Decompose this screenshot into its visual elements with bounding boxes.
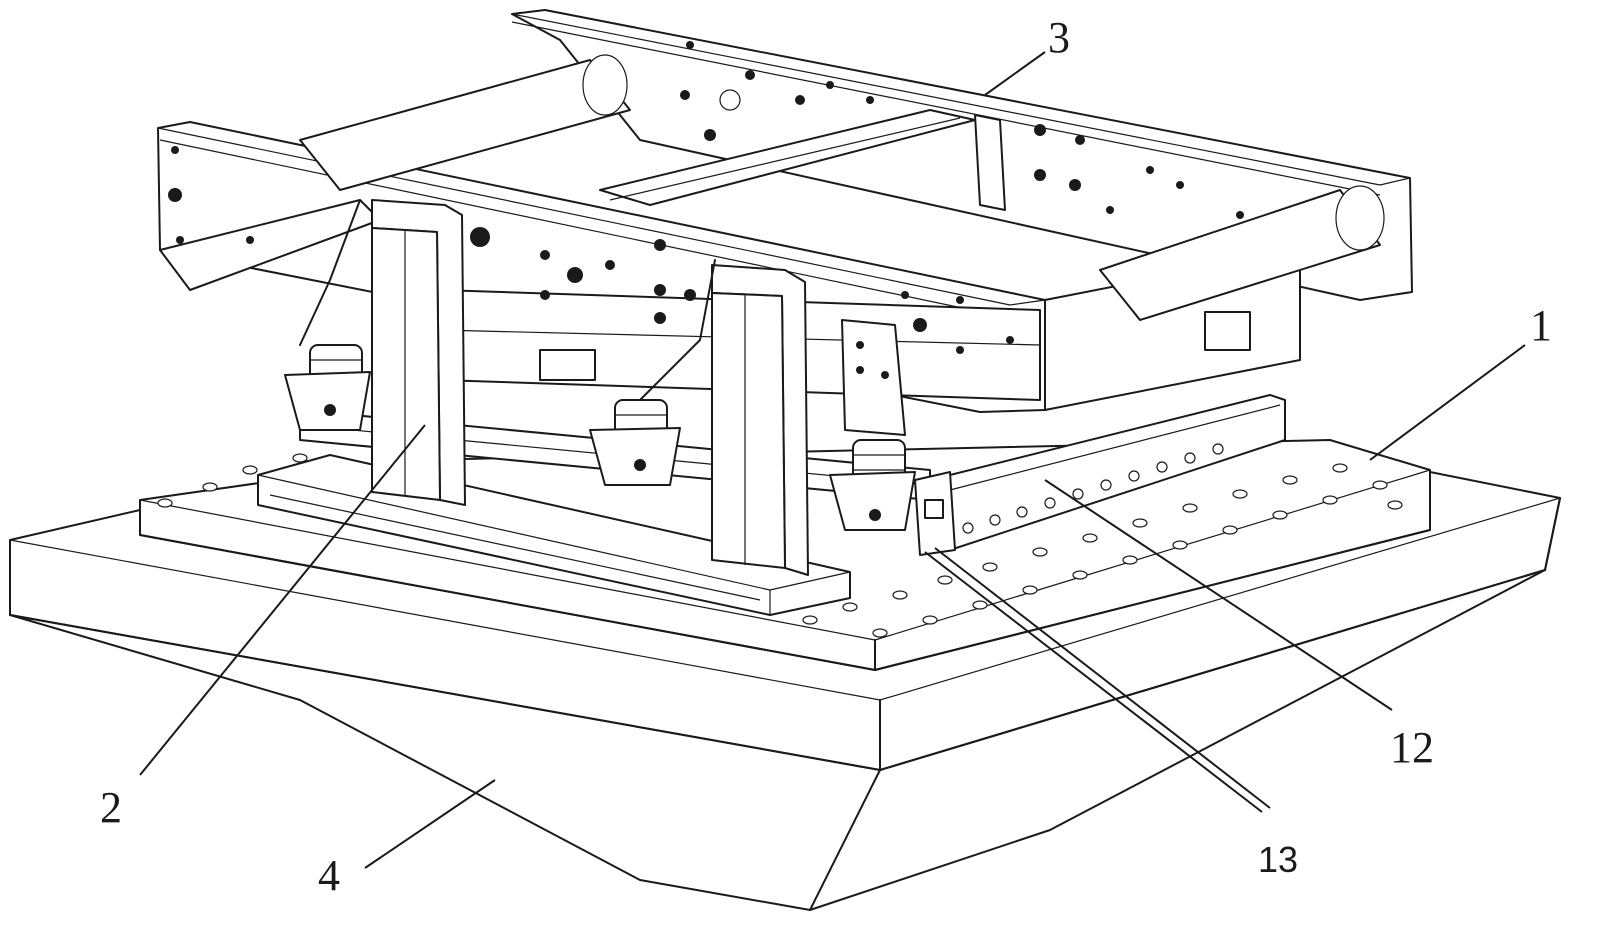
- isolator-left: [284, 344, 371, 431]
- isolator-middle: [589, 399, 681, 486]
- leader-12: [1044, 479, 1393, 711]
- leader-3: [984, 51, 1046, 96]
- reference-labels: 1 2 3 4 12 13: [100, 13, 1552, 900]
- plate-holes: [157, 453, 1403, 638]
- vertical-posts: [371, 199, 906, 576]
- leader-13b: [924, 551, 1263, 813]
- label-4: 4: [318, 851, 340, 900]
- upper-frame: [157, 9, 1413, 413]
- leader-4: [364, 779, 496, 869]
- leader-13a: [934, 547, 1271, 809]
- corner-bracket: [914, 471, 956, 556]
- rail-holes: [962, 443, 1224, 534]
- label-2: 2: [100, 783, 122, 832]
- label-1: 1: [1530, 301, 1552, 350]
- frame-holes: [168, 41, 1244, 354]
- leader-lines: [139, 51, 1526, 869]
- label-3: 3: [1048, 13, 1070, 62]
- label-12: 12: [1390, 723, 1434, 772]
- label-13: 13: [1258, 839, 1298, 880]
- isolators: [284, 199, 916, 531]
- isolator-right: [829, 439, 916, 531]
- leader-1: [1369, 344, 1526, 461]
- leader-2: [139, 424, 426, 776]
